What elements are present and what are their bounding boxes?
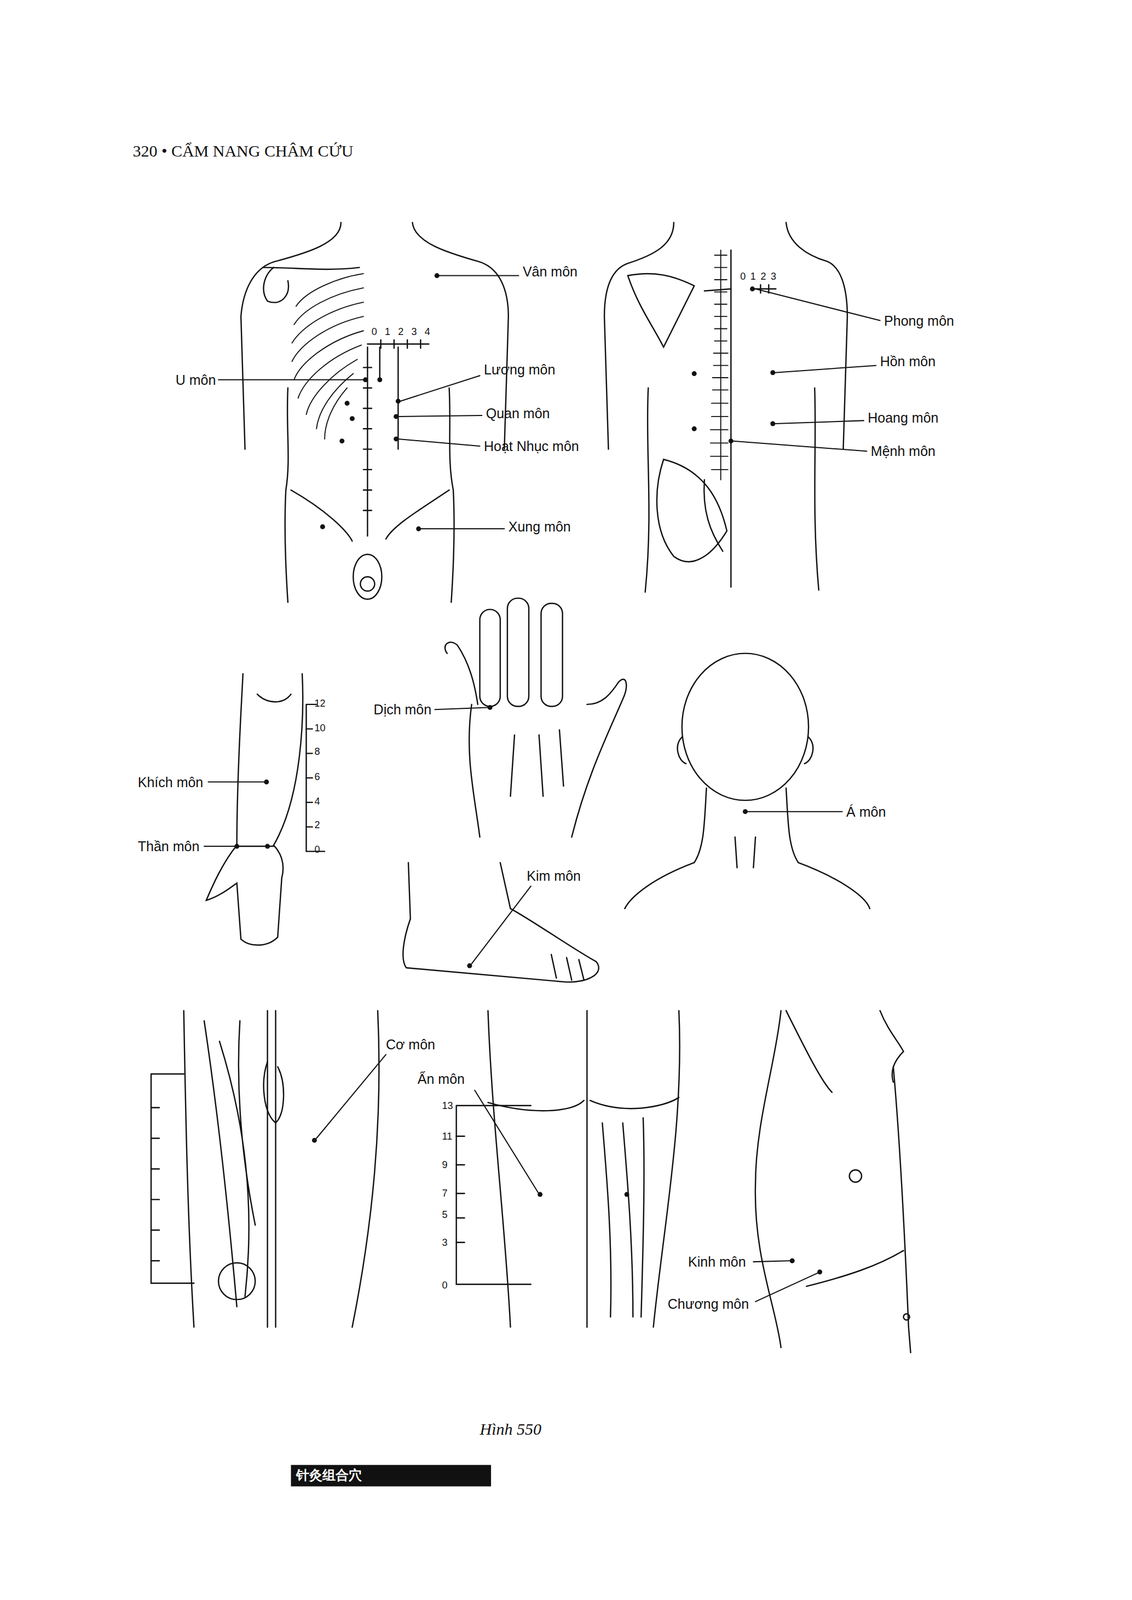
acupoint-label: Ẩn môn <box>417 1071 465 1088</box>
running-header: 320 • CẨM NANG CHÂM CỨU <box>132 141 354 161</box>
scale-number: 8 <box>314 745 320 758</box>
scale-number: 13 <box>442 1099 454 1112</box>
scale-number: 1 <box>384 326 391 338</box>
scale-number: 2 <box>760 270 766 283</box>
scale-number: 4 <box>424 326 431 338</box>
scale-number: 7 <box>442 1187 448 1200</box>
scale-number: 3 <box>411 326 418 338</box>
scale-number: 0 <box>314 843 320 856</box>
acupoint-label: Chương môn <box>667 1295 749 1312</box>
acupoint-label: Hoạt Nhục môn <box>483 438 580 455</box>
scale-number: 4 <box>314 795 320 808</box>
scale-number: 9 <box>442 1159 448 1171</box>
acupoint-label: Khích môn <box>137 774 204 790</box>
figure-caption: Hình 550 <box>480 1419 542 1440</box>
acupoint-label: Xung môn <box>508 518 571 535</box>
scale-number: 3 <box>770 270 777 283</box>
scale-number: 6 <box>314 771 320 783</box>
scale-number: 10 <box>314 722 326 734</box>
footer-tag: 针灸组合穴 <box>296 1467 362 1483</box>
scale-number: 11 <box>442 1130 453 1142</box>
scale-number: 12 <box>314 697 326 710</box>
acupoint-label: Dịch môn <box>373 701 432 718</box>
acupoint-label: Á môn <box>846 803 886 820</box>
scale-number: 0 <box>740 270 746 283</box>
acupoint-label: Hồn môn <box>880 353 936 370</box>
acupoint-label: Mệnh môn <box>870 443 936 460</box>
scale-number: 0 <box>371 326 378 338</box>
scale-number: 3 <box>442 1236 448 1249</box>
acupoint-label: U môn <box>175 371 217 388</box>
scale-number: 2 <box>397 326 404 338</box>
acupoint-label: Kinh môn <box>688 1254 747 1270</box>
acupoint-label: Vân môn <box>522 263 578 280</box>
scale-number: 5 <box>442 1209 448 1221</box>
scale-number: 0 <box>442 1279 448 1292</box>
acupoint-label: Thần môn <box>137 838 200 855</box>
acupoint-label: Kim môn <box>526 868 581 885</box>
scale-number: 2 <box>314 819 320 831</box>
acupoint-label: Hoang môn <box>867 409 939 426</box>
acupoint-label: Lương môn <box>483 361 556 378</box>
acupoint-label: Cơ môn <box>385 1036 436 1053</box>
acupoint-label: Quan môn <box>486 405 551 422</box>
scale-number: 1 <box>750 270 756 283</box>
acupoint-label: Phong môn <box>884 312 955 329</box>
